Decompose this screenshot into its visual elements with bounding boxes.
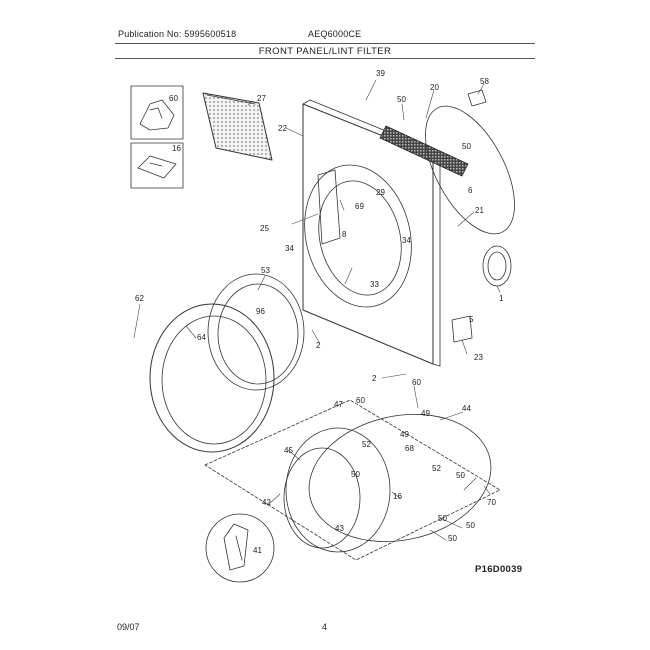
part-label: 41: [253, 546, 262, 555]
part-label: 20: [430, 83, 439, 92]
part-label: 29: [376, 188, 385, 197]
part-label: 34: [285, 244, 294, 253]
page-number: 4: [322, 622, 328, 632]
part-label: 60: [169, 94, 178, 103]
part-label: 45: [284, 446, 293, 455]
bracket-58: [467, 89, 487, 107]
leader-lines: [133, 79, 501, 541]
part-label: 33: [370, 280, 379, 289]
part-label: 21: [475, 206, 484, 215]
part-label: 64: [197, 333, 206, 342]
part-label: 16: [172, 144, 181, 153]
part-label: 50: [351, 470, 360, 479]
door-outer-ring: [149, 303, 275, 453]
hinge-detail-circle: [205, 513, 275, 583]
rear-seal-ring: [425, 105, 515, 235]
section-title: FRONT PANEL/LINT FILTER: [258, 46, 392, 57]
inset-box-16: [130, 142, 184, 189]
part-label: 2: [372, 374, 377, 383]
part-label: 50: [448, 534, 457, 543]
part-label: 5: [469, 315, 474, 324]
part-label: 60: [412, 378, 421, 387]
part-label: 6: [468, 186, 473, 195]
part-label: 70: [487, 498, 496, 507]
part-label: 2: [316, 341, 321, 350]
part-label: 69: [355, 202, 364, 211]
part-label: 60: [356, 396, 365, 405]
part-label: 47: [334, 400, 343, 409]
part-label: 16: [393, 492, 402, 501]
figure-id: P16D0039: [475, 564, 523, 575]
part-label: 50: [466, 521, 475, 530]
part-label: 50: [456, 471, 465, 480]
part-label: 34: [402, 236, 411, 245]
part-label: 43: [335, 524, 344, 533]
part-label: 25: [260, 224, 269, 233]
gasket-5: [451, 315, 473, 343]
part-label: 27: [257, 94, 266, 103]
part-label: 50: [438, 514, 447, 523]
door-explosion-frame: [204, 399, 501, 561]
part-label: 22: [278, 124, 287, 133]
part-label: 50: [397, 95, 406, 104]
part-label: 39: [376, 69, 385, 78]
part-label: 52: [432, 464, 441, 473]
part-label: 50: [462, 142, 471, 151]
lint-filter-screen: [202, 92, 273, 161]
part-label: 49: [421, 409, 430, 418]
revision-date: 09/07: [117, 622, 140, 632]
header-rule-top: [115, 43, 535, 44]
part-label: 8: [342, 230, 347, 239]
part-label: 96: [256, 307, 265, 316]
part-label: 49: [400, 430, 409, 439]
part-label: 42: [262, 498, 271, 507]
part-label: 58: [480, 77, 489, 86]
front-panel: [302, 99, 441, 367]
part-label: 68: [405, 444, 414, 453]
part-label: 1: [499, 294, 504, 303]
model-number: AEQ6000CE: [308, 29, 362, 39]
publication-number: Publication No: 5995600518: [118, 29, 237, 39]
door-gasket: [207, 273, 305, 391]
inner-door-assembly: [283, 414, 492, 553]
inset-box-50: [130, 85, 184, 140]
part-label: 62: [135, 294, 144, 303]
header-rule-bottom: [115, 58, 535, 59]
part-label: 53: [261, 266, 270, 275]
part-number-labels: 39 50 20 58 60 27 22 16 50 6 29 69 21 25…: [135, 69, 504, 555]
exhaust-duct-ring: [482, 245, 512, 287]
part-label: 44: [462, 404, 471, 413]
part-label: 23: [474, 353, 483, 362]
lint-housing: [379, 125, 469, 177]
part-label: 52: [362, 440, 371, 449]
